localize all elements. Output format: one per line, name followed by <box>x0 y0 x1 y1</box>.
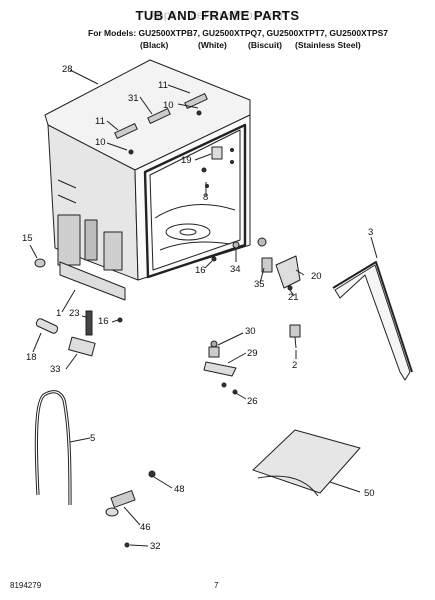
callout-18: 18 <box>26 352 37 363</box>
tub-frame <box>44 59 251 301</box>
color-label-biscuit: (Biscuit) <box>248 40 282 50</box>
callout-2: 2 <box>292 360 297 371</box>
callout-11-top: 11 <box>158 80 168 91</box>
callout-32: 32 <box>150 541 161 552</box>
callout-21: 21 <box>288 292 299 303</box>
callout-31: 31 <box>128 93 139 104</box>
callout-46: 46 <box>140 522 151 533</box>
callout-15: 15 <box>22 233 33 244</box>
callout-19: 19 <box>181 155 192 166</box>
callout-50: 50 <box>364 488 375 499</box>
door-gasket <box>334 264 411 381</box>
page-title: TUB AND FRAME PARTS <box>135 8 300 23</box>
callout-10-left: 10 <box>95 137 106 148</box>
callout-23: 23 <box>69 308 80 319</box>
callout-34: 34 <box>230 264 241 275</box>
callout-30: 30 <box>245 326 256 337</box>
page-number: 7 <box>214 581 219 590</box>
callout-5: 5 <box>90 433 95 444</box>
color-label-black: (Black) <box>140 40 169 50</box>
callout-10-top: 10 <box>163 100 174 111</box>
callout-20: 20 <box>311 271 322 282</box>
color-label-stainless: (Stainless Steel) <box>295 40 361 50</box>
callout-16-base: 16 <box>98 316 109 327</box>
document-number: 8194279 <box>10 581 42 590</box>
callout-29: 29 <box>247 348 258 359</box>
callout-3: 3 <box>368 227 373 238</box>
watermark: AppliancePartsPros.com <box>148 8 287 22</box>
model-list: For Models: GU2500XTPB7, GU2500XTPQ7, GU… <box>88 28 388 38</box>
callout-1: 1 <box>56 308 61 319</box>
callout-33: 33 <box>50 364 61 375</box>
callout-35: 35 <box>254 279 265 290</box>
callout-8: 8 <box>203 192 208 203</box>
insulation-pad <box>252 429 361 494</box>
callout-28: 28 <box>62 64 73 75</box>
callout-48: 48 <box>174 484 185 495</box>
color-label-white: (White) <box>198 40 227 50</box>
callout-16-tub: 16 <box>195 265 206 276</box>
callout-26: 26 <box>247 396 258 407</box>
callout-11-left: 11 <box>95 116 105 127</box>
